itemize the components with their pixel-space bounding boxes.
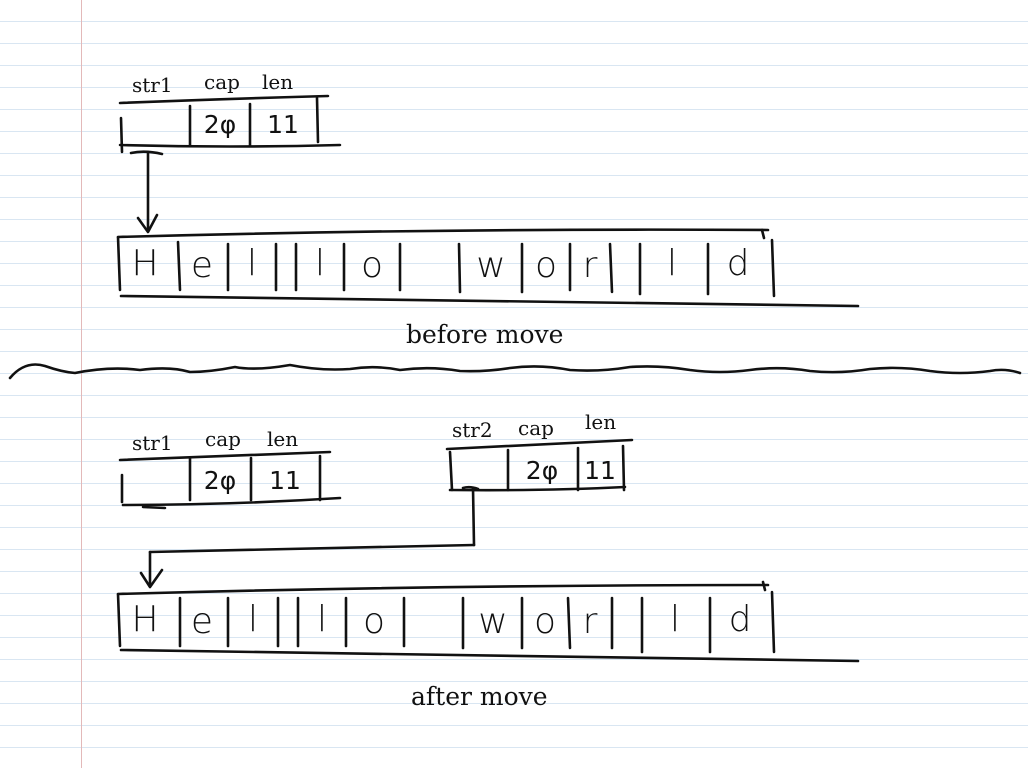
after-str2-len-value: 11 xyxy=(584,456,616,485)
after-heap-char: l xyxy=(669,599,681,640)
after-heap-char: l xyxy=(316,599,328,640)
after-heap-char: w xyxy=(478,601,508,642)
before-heap-char: H xyxy=(131,243,159,284)
after-heap-char: r xyxy=(582,601,598,642)
notebook-margin-line xyxy=(81,0,82,768)
before-heap-char: l xyxy=(246,243,258,284)
before-cap-value: 2φ xyxy=(203,110,237,139)
before-str1-label: str1 xyxy=(132,73,173,97)
before-heap-char: e xyxy=(190,245,214,286)
after-str2-cap-value: 2φ xyxy=(525,456,559,485)
wavy-separator xyxy=(8,363,1022,380)
after-str1-len-value: 11 xyxy=(269,466,301,495)
after-heap-char: o xyxy=(533,601,557,642)
before-len-label: len xyxy=(262,70,294,94)
after-str1-struct-box xyxy=(118,450,342,510)
before-heap-char: l xyxy=(666,243,678,284)
after-str1-len-label: len xyxy=(267,427,299,451)
after-caption: after move xyxy=(411,682,548,711)
after-str1-label: str1 xyxy=(132,431,173,455)
before-heap-char: o xyxy=(534,245,558,286)
before-heap-char: l xyxy=(314,243,326,284)
after-str2-label: str2 xyxy=(452,418,493,442)
before-heap-char: d xyxy=(726,243,750,284)
after-str2-cap-label: cap xyxy=(518,416,554,440)
before-cap-label: cap xyxy=(204,70,240,94)
after-heap-char: l xyxy=(247,599,259,640)
after-heap-char: d xyxy=(728,599,752,640)
after-heap-char: o xyxy=(362,601,386,642)
before-caption: before move xyxy=(406,320,564,349)
before-heap-char: r xyxy=(582,245,598,286)
before-str1-struct-box xyxy=(118,94,342,154)
after-str1-cap-label: cap xyxy=(205,427,241,451)
before-heap-buffer xyxy=(116,228,860,308)
after-heap-char: H xyxy=(131,599,159,640)
after-str2-len-label: len xyxy=(585,410,617,434)
after-heap-buffer xyxy=(116,580,860,663)
after-heap-char: e xyxy=(190,601,214,642)
before-len-value: 11 xyxy=(267,110,299,139)
before-heap-char: w xyxy=(476,245,506,286)
before-pointer-arrow xyxy=(129,150,164,234)
after-pointer-arrow xyxy=(139,485,480,589)
after-str1-cap-value: 2φ xyxy=(203,466,237,495)
before-heap-char: o xyxy=(360,245,384,286)
